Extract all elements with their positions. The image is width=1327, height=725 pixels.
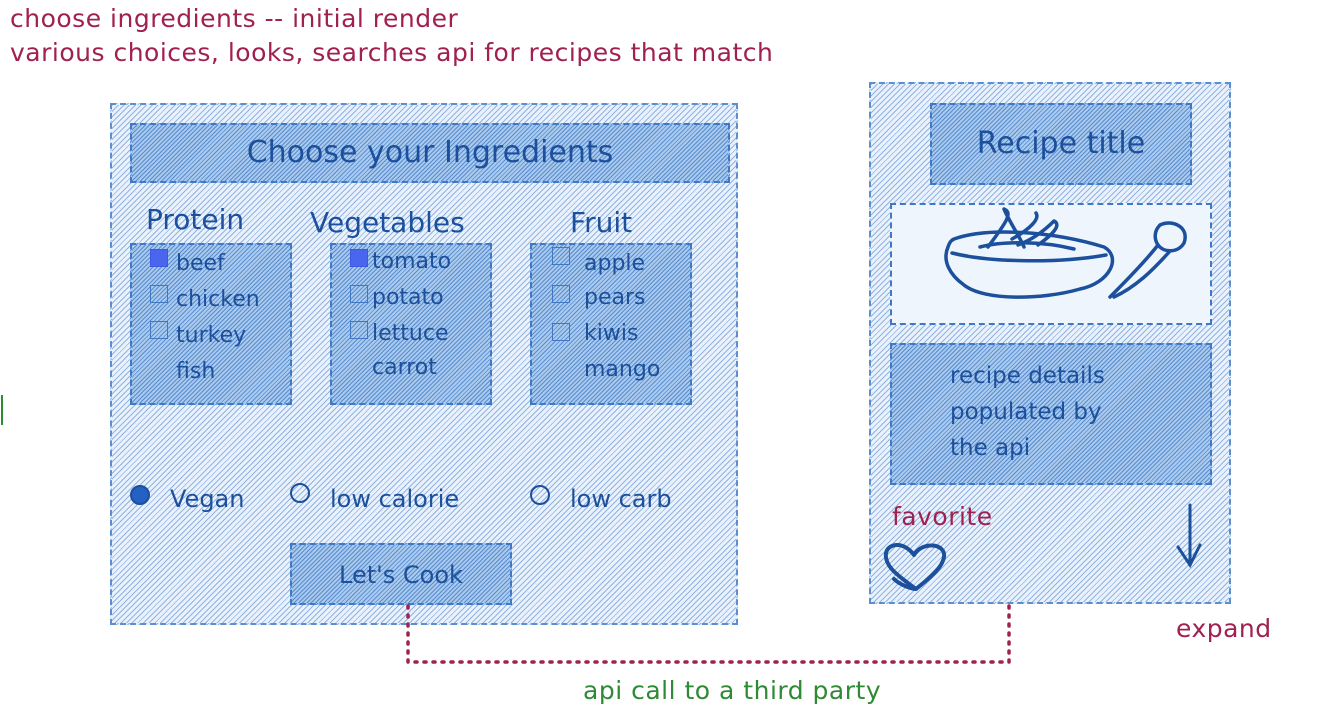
category-fruit: Fruit xyxy=(570,206,633,239)
recipe-title: Recipe title xyxy=(976,126,1146,161)
checkbox-apple[interactable] xyxy=(552,247,570,265)
category-protein: Protein xyxy=(146,203,245,236)
checkbox-turkey[interactable] xyxy=(150,321,168,339)
bowl-and-spoon-icon xyxy=(944,207,1187,299)
checkbox-chicken[interactable] xyxy=(150,285,168,303)
label-lettuce: lettuce xyxy=(372,321,449,346)
annotation-various-choices: various choices, looks, searches api for… xyxy=(10,38,774,67)
annotation-favorite: favorite xyxy=(892,502,993,531)
annotation-expand: expand xyxy=(1176,614,1272,643)
label-chicken: chicken xyxy=(176,287,260,312)
fruit-list: apple pears kiwis mango xyxy=(530,243,692,405)
checkbox-potato[interactable] xyxy=(350,285,368,303)
label-mango: mango xyxy=(584,357,661,382)
checkbox-tomato[interactable] xyxy=(350,249,368,267)
label-apple: apple xyxy=(584,251,646,276)
label-low-calorie: low calorie xyxy=(330,485,460,513)
label-kiwis: kiwis xyxy=(584,321,639,346)
recipe-panel: Recipe title recipe details populated by… xyxy=(869,82,1231,604)
label-potato: potato xyxy=(372,285,444,310)
protein-list: beef chicken turkey fish xyxy=(130,243,292,405)
label-vegan: Vegan xyxy=(170,485,245,513)
checkbox-kiwis[interactable] xyxy=(552,323,570,341)
category-vegetables: Vegetables xyxy=(310,206,465,239)
lets-cook-label: Let's Cook xyxy=(339,561,463,589)
label-pears: pears xyxy=(584,285,646,310)
ingredients-title-box: Choose your Ingredients xyxy=(130,123,730,183)
radio-vegan[interactable] xyxy=(130,485,150,505)
lets-cook-button[interactable]: Let's Cook xyxy=(290,543,512,605)
label-carrot: carrot xyxy=(372,355,437,380)
annotation-initial-render: choose ingredients -- initial render xyxy=(10,4,459,33)
checkbox-beef[interactable] xyxy=(150,249,168,267)
checkbox-pears[interactable] xyxy=(552,285,570,303)
radio-low-calorie[interactable] xyxy=(290,483,310,503)
arrow-down-icon[interactable] xyxy=(1174,501,1204,571)
recipe-details-line-1: recipe details xyxy=(950,363,1105,389)
label-tomato: tomato xyxy=(372,249,452,274)
label-low-carb: low carb xyxy=(570,485,672,513)
label-fish: fish xyxy=(176,359,216,384)
ingredients-title: Choose your Ingredients xyxy=(246,135,614,170)
recipe-image xyxy=(890,203,1212,325)
label-beef: beef xyxy=(176,251,225,276)
ingredients-panel: Choose your Ingredients Protein beef chi… xyxy=(110,103,738,625)
recipe-details-line-3: the api xyxy=(950,435,1031,461)
checkbox-lettuce[interactable] xyxy=(350,321,368,339)
radio-low-carb[interactable] xyxy=(530,485,550,505)
heart-icon[interactable] xyxy=(880,539,952,597)
label-turkey: turkey xyxy=(176,323,247,348)
recipe-title-box: Recipe title xyxy=(930,103,1192,185)
vegetables-list: tomato potato lettuce carrot xyxy=(330,243,492,405)
recipe-details-line-2: populated by xyxy=(950,399,1102,425)
annotation-api-call: api call to a third party xyxy=(583,676,882,705)
recipe-details-box: recipe details populated by the api xyxy=(890,343,1212,485)
